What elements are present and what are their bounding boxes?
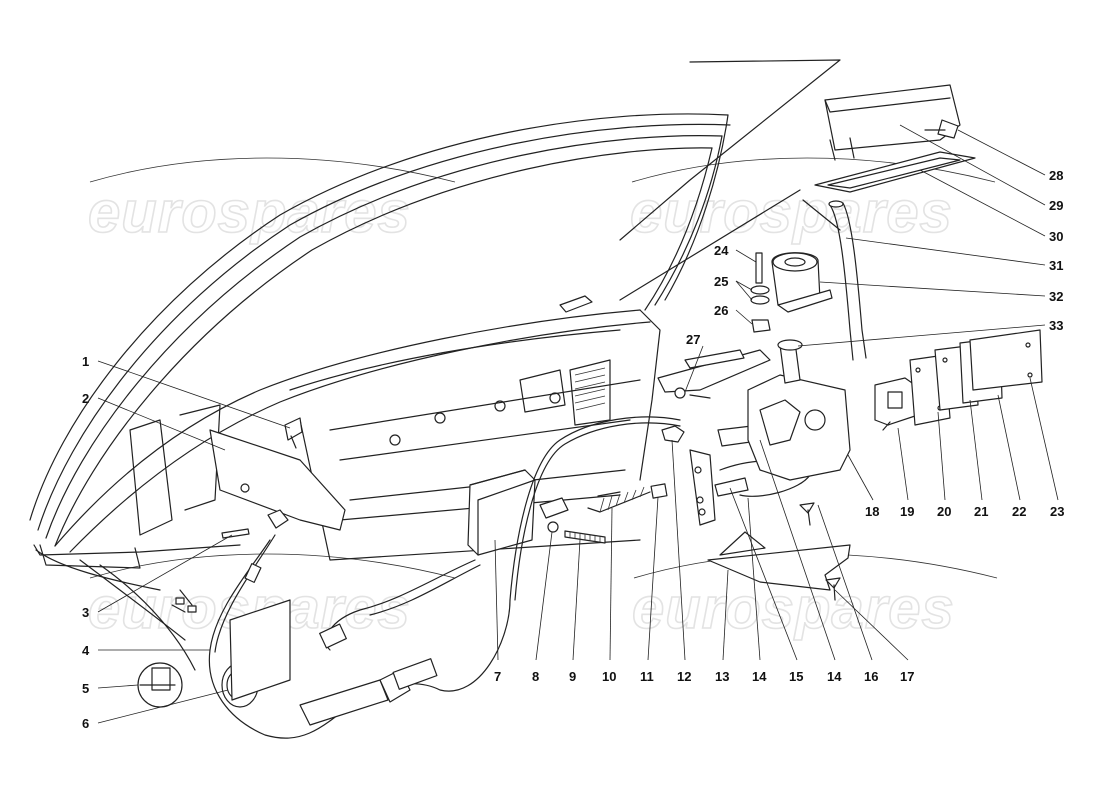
part-number-12: 12 [677, 669, 691, 684]
clip-12 [661, 425, 685, 443]
part-number-32: 32 [1049, 289, 1063, 304]
part-number-3: 3 [82, 605, 89, 620]
bolt-28 [924, 119, 959, 139]
part-number-4: 4 [82, 643, 90, 658]
plate-23 [969, 329, 1043, 391]
part-number-28: 28 [1049, 168, 1063, 183]
rod-10 [587, 486, 651, 513]
part-number-25: 25 [714, 274, 728, 289]
screw-1 [284, 417, 303, 449]
bolt-9 [564, 530, 606, 544]
grommet-5 [137, 662, 183, 708]
part-number-30: 30 [1049, 229, 1063, 244]
part-number-21: 21 [974, 504, 988, 519]
nut-26 [751, 319, 771, 333]
part-number-10: 10 [602, 669, 616, 684]
clip-11 [650, 483, 668, 499]
part-number-2: 2 [82, 391, 89, 406]
tray-29 [824, 84, 961, 161]
part-number-22: 22 [1012, 504, 1026, 519]
part-number-33: 33 [1049, 318, 1063, 333]
part-number-27: 27 [686, 332, 700, 347]
watermark-top-left: eurospares [88, 180, 411, 245]
screw-17 [799, 502, 815, 526]
grommet-6 [221, 599, 291, 708]
part-number-7: 7 [494, 669, 501, 684]
part-number-11: 11 [640, 669, 654, 684]
rod-8 [509, 416, 681, 601]
part-number-9: 9 [569, 669, 576, 684]
part-number-29: 29 [1049, 198, 1063, 213]
washer-25 [750, 285, 770, 305]
lock-body-18 [657, 339, 851, 481]
part-number-24: 24 [714, 243, 729, 258]
bracket-plate [209, 429, 346, 531]
part-number-26: 26 [714, 303, 728, 318]
watermark-top-right: eurospares [630, 180, 953, 245]
screw-bottom [825, 577, 841, 601]
striker-19 [874, 377, 919, 431]
part-number-16: 16 [864, 669, 878, 684]
part-number-13: 13 [715, 669, 729, 684]
gasket-30 [814, 151, 976, 193]
part-number-15: 15 [789, 669, 803, 684]
part-number-18: 18 [865, 504, 879, 519]
reservoir-32 [771, 252, 833, 313]
rod-14 [689, 449, 716, 526]
part-number-8: 8 [532, 669, 539, 684]
watermarks: eurospares eurospares eurospares eurospa… [87, 157, 998, 642]
part-number-14: 14 [752, 669, 767, 684]
part-number-17: 17 [900, 669, 914, 684]
part-number-23: 23 [1050, 504, 1064, 519]
part-number-6: 6 [82, 716, 89, 731]
part-number-5: 5 [82, 681, 89, 696]
pin-3 [221, 528, 250, 539]
part-number-31: 31 [1049, 258, 1063, 273]
part-number-19: 19 [900, 504, 914, 519]
part-number-1: 1 [82, 354, 89, 369]
switch-7 [319, 469, 536, 651]
door-frame [29, 59, 841, 671]
cable-adjuster [299, 658, 438, 726]
hose-31 [828, 200, 867, 361]
part-number-14b: 14 [827, 669, 842, 684]
part-labels: 1 2 3 4 5 6 7 8 9 10 11 12 13 14 15 14 1… [82, 168, 1064, 731]
stud-24 [755, 252, 763, 284]
leader-lines [97, 124, 1059, 724]
release-cable [208, 534, 511, 739]
part-number-20: 20 [937, 504, 951, 519]
